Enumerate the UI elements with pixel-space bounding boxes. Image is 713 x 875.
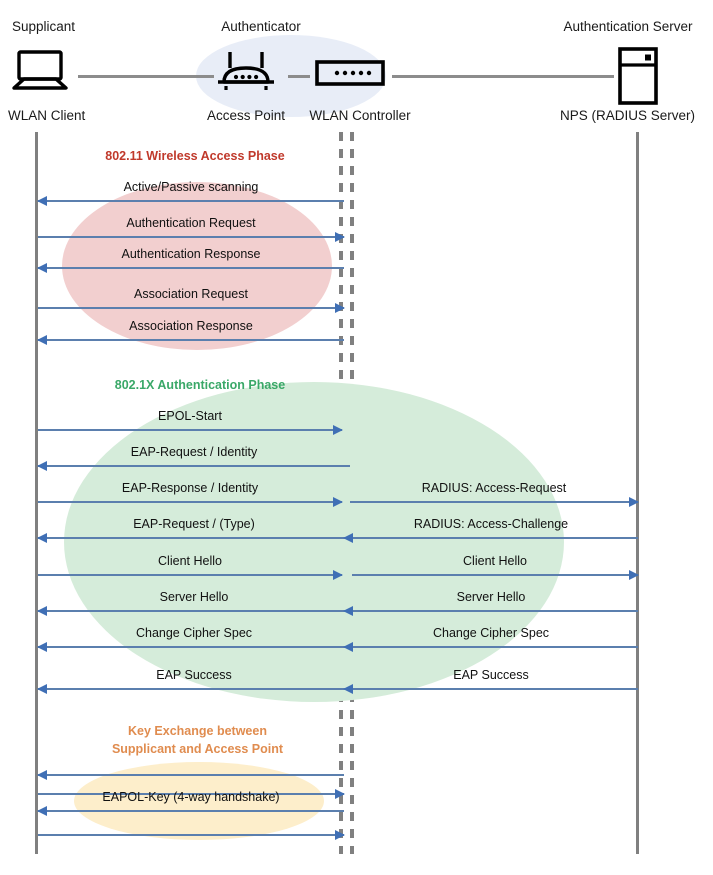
message-label: Authentication Response xyxy=(121,247,261,261)
message-line xyxy=(38,501,342,503)
message-label: EAP-Request / (Type) xyxy=(133,517,255,531)
message-line xyxy=(38,793,344,795)
actor-role-authentication-server: Authentication Server xyxy=(563,19,693,34)
link-ap-to-controller xyxy=(288,75,310,78)
message-label: Association Response xyxy=(129,319,253,333)
arrowhead-left-icon xyxy=(37,533,47,543)
message-line xyxy=(38,610,350,612)
message-label: EAP-Response / Identity xyxy=(121,481,259,495)
message-line xyxy=(38,267,344,269)
actor-role-supplicant: Supplicant xyxy=(12,19,76,34)
arrowhead-right-icon xyxy=(629,570,639,580)
message-label: Server Hello xyxy=(456,590,526,604)
phase-80211-highlight xyxy=(62,182,332,350)
message-line xyxy=(344,537,638,539)
arrowhead-left-icon xyxy=(37,806,47,816)
arrowhead-left-icon xyxy=(37,196,47,206)
message-label: Client Hello xyxy=(463,554,527,568)
network-switch-icon xyxy=(315,60,385,91)
message-label: Association Request xyxy=(134,287,248,301)
arrowhead-left-icon xyxy=(37,263,47,273)
arrowhead-right-icon xyxy=(333,425,343,435)
arrowhead-right-icon xyxy=(629,497,639,507)
message-line xyxy=(38,200,344,202)
message-line xyxy=(344,610,638,612)
link-client-to-ap xyxy=(78,75,214,78)
message-line xyxy=(344,646,638,648)
actor-device-access-point: Access Point xyxy=(206,108,286,123)
phase-80211-title: 802.11 Wireless Access Phase xyxy=(105,149,285,163)
message-line xyxy=(38,688,350,690)
message-line xyxy=(38,307,344,309)
link-controller-to-server xyxy=(392,75,614,78)
arrowhead-left-icon xyxy=(37,461,47,471)
message-label: Change Cipher Spec xyxy=(432,626,550,640)
message-line xyxy=(350,501,638,503)
message-line xyxy=(38,574,342,576)
message-line xyxy=(38,810,344,812)
message-label: RADIUS: Access-Challenge xyxy=(413,517,569,531)
actor-device-wlan-client: WLAN Client xyxy=(8,108,86,123)
lifeline-supplicant xyxy=(35,132,38,854)
message-line xyxy=(38,774,344,776)
message-label: RADIUS: Access-Request xyxy=(421,481,567,495)
message-line xyxy=(38,236,344,238)
message-line xyxy=(38,465,350,467)
phase-8021x-highlight xyxy=(64,382,564,702)
message-label: EAPOL-Key (4-way handshake) xyxy=(102,790,280,804)
message-line xyxy=(38,834,344,836)
arrowhead-left-icon xyxy=(37,606,47,616)
message-label: EAP Success xyxy=(453,668,529,682)
phase-keyexchange-title: Key Exchange between Supplicant and Acce… xyxy=(111,724,284,757)
arrowhead-right-icon xyxy=(335,303,345,313)
arrowhead-left-icon xyxy=(343,533,353,543)
wireless-router-icon xyxy=(216,48,276,98)
arrowhead-right-icon xyxy=(333,570,343,580)
message-label: EAP-Request / Identity xyxy=(130,445,258,459)
message-label: EPOL-Start xyxy=(158,409,222,423)
arrowhead-right-icon xyxy=(335,232,345,242)
arrowhead-right-icon xyxy=(333,497,343,507)
arrowhead-left-icon xyxy=(343,642,353,652)
actor-device-nps-radius-server: NPS (RADIUS Server) xyxy=(559,108,696,123)
message-line xyxy=(38,339,344,341)
message-line xyxy=(38,429,342,431)
message-label: EAP Success xyxy=(156,668,232,682)
arrowhead-right-icon xyxy=(335,830,345,840)
arrowhead-left-icon xyxy=(37,770,47,780)
message-label: Client Hello xyxy=(158,554,222,568)
actor-device-wlan-controller: WLAN Controller xyxy=(309,108,411,123)
lifeline-authentication-server xyxy=(636,132,639,854)
message-label: Server Hello xyxy=(159,590,229,604)
server-tower-icon xyxy=(617,47,659,110)
arrowhead-left-icon xyxy=(37,684,47,694)
phase-8021x-title: 802.1X Authentication Phase xyxy=(114,378,286,392)
message-line xyxy=(38,537,350,539)
message-line xyxy=(38,646,350,648)
actor-role-authenticator: Authenticator xyxy=(221,19,301,34)
arrowhead-left-icon xyxy=(343,684,353,694)
message-line xyxy=(344,688,638,690)
message-label: Change Cipher Spec xyxy=(135,626,253,640)
laptop-icon xyxy=(10,50,70,97)
message-line xyxy=(352,574,638,576)
message-label: Active/Passive scanning xyxy=(123,180,259,194)
arrowhead-left-icon xyxy=(343,606,353,616)
arrowhead-left-icon xyxy=(37,642,47,652)
arrowhead-left-icon xyxy=(37,335,47,345)
message-label: Authentication Request xyxy=(126,216,256,230)
arrowhead-right-icon xyxy=(335,789,345,799)
